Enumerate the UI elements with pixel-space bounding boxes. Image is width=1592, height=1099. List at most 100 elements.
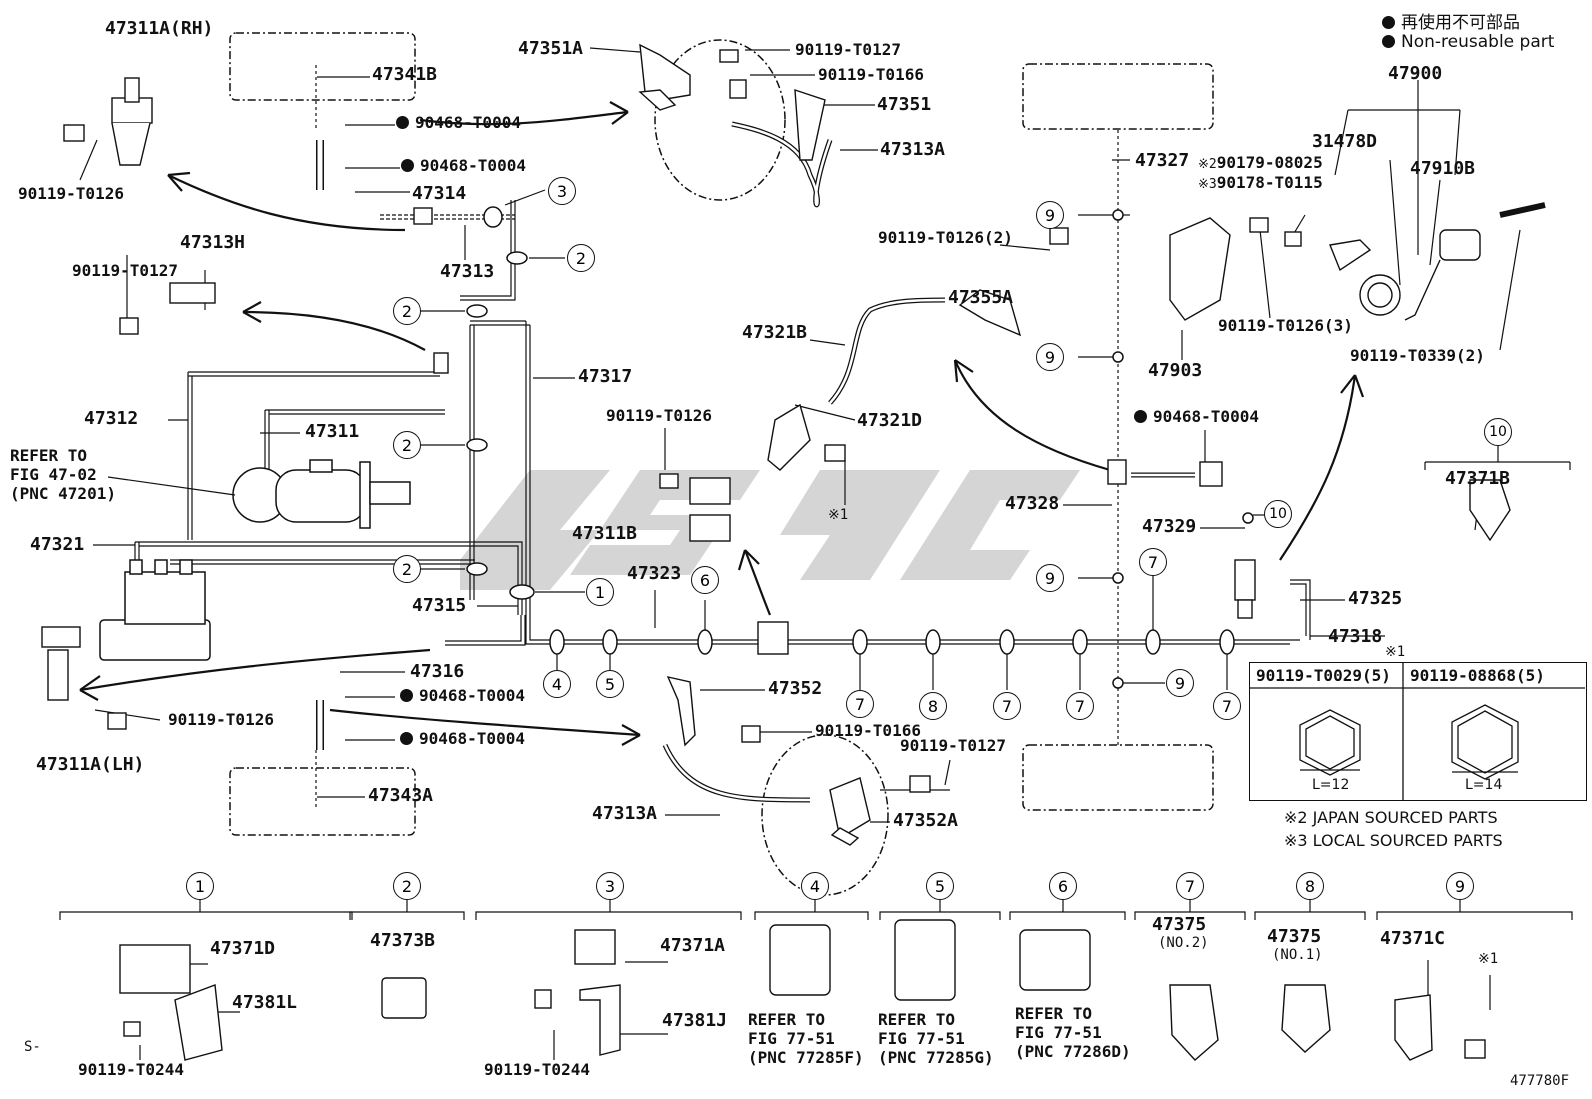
part-90468-T0004-b[interactable]: 90468-T0004 — [401, 158, 526, 174]
callout-1[interactable]: 1 — [586, 578, 614, 606]
part-47371D[interactable]: 47371D — [210, 938, 276, 959]
part-47327[interactable]: 47327 — [1135, 150, 1190, 171]
callout-9-a[interactable]: 9 — [1036, 201, 1064, 229]
part-90119-T0244-a[interactable]: 90119-T0244 — [78, 1060, 184, 1079]
callout-bottom-2[interactable]: 2 — [393, 872, 421, 900]
part-47381L[interactable]: 47381L — [232, 992, 298, 1013]
callout-10-a[interactable]: 10 — [1264, 500, 1292, 528]
part-47352A[interactable]: 47352A — [893, 810, 959, 831]
part-47321D[interactable]: 47321D — [857, 410, 923, 431]
callout-2-a[interactable]: 2 — [567, 244, 595, 272]
callout-bottom-9[interactable]: 9 — [1446, 872, 1474, 900]
part-47311[interactable]: 47311 — [305, 421, 360, 442]
part-90468-T0004-c[interactable]: 90468-T0004 — [400, 688, 525, 704]
callout-2-c[interactable]: 2 — [393, 431, 421, 459]
part-47315[interactable]: 47315 — [412, 595, 467, 616]
callout-2-d[interactable]: 2 — [393, 555, 421, 583]
part-47313A-bottom[interactable]: 47313A — [592, 803, 658, 824]
part-47317[interactable]: 47317 — [578, 366, 633, 387]
refer-clamp-6[interactable]: REFER TO FIG 77-51 (PNC 77286D) — [1015, 1004, 1131, 1062]
part-90119-T0126-b[interactable]: 90119-T0126 — [168, 710, 274, 729]
callout-7-c[interactable]: 7 — [1066, 692, 1094, 720]
part-90119-T0127-c[interactable]: 90119-T0127 — [900, 736, 1006, 755]
part-90119-T0166-a[interactable]: 90119-T0166 — [818, 65, 924, 84]
part-47323[interactable]: 47323 — [627, 563, 682, 584]
callout-3[interactable]: 3 — [548, 177, 576, 205]
callout-2-b[interactable]: 2 — [393, 297, 421, 325]
refer-clamp-4[interactable]: REFER TO FIG 77-51 (PNC 77285F) — [748, 1010, 864, 1068]
table-col2-head[interactable]: 90119-08868(5) — [1410, 666, 1545, 685]
part-47351A[interactable]: 47351A — [518, 38, 584, 59]
part-47321[interactable]: 47321 — [30, 534, 85, 555]
part-90468-T0004-a[interactable]: 90468-T0004 — [396, 115, 521, 131]
part-47903[interactable]: 47903 — [1148, 360, 1203, 381]
part-47341B[interactable]: 47341B — [372, 64, 438, 85]
part-47351[interactable]: 47351 — [877, 94, 932, 115]
callout-4[interactable]: 4 — [543, 670, 571, 698]
callout-bottom-5[interactable]: 5 — [926, 872, 954, 900]
part-47314[interactable]: 47314 — [412, 183, 467, 204]
non-reusable-dot-icon — [396, 116, 409, 129]
part-90119-T0126-a[interactable]: 90119-T0126 — [18, 184, 124, 203]
part-47329[interactable]: 47329 — [1142, 516, 1197, 537]
part-90179-08025[interactable]: ※290179-08025 — [1198, 153, 1323, 172]
part-47311B[interactable]: 47311B — [572, 523, 638, 544]
part-47343A[interactable]: 47343A — [368, 785, 434, 806]
part-47321B[interactable]: 47321B — [742, 322, 808, 343]
part-90119-T0126-c[interactable]: 90119-T0126 — [606, 406, 712, 425]
part-47318[interactable]: 47318 — [1328, 626, 1383, 647]
part-90468-T0004-e[interactable]: 90468-T0004 — [1134, 409, 1259, 425]
part-47375-no2[interactable]: 47375 — [1152, 914, 1207, 935]
part-90178-T0115[interactable]: ※390178-T0115 — [1198, 173, 1323, 192]
part-90119-T0126-3[interactable]: 90119-T0126(3) — [1218, 316, 1353, 335]
part-47312[interactable]: 47312 — [84, 408, 139, 429]
part-47910B[interactable]: 47910B — [1410, 158, 1476, 179]
part-47381J[interactable]: 47381J — [662, 1010, 728, 1031]
part-47311A-RH[interactable]: 47311A(RH) — [105, 18, 214, 39]
callout-9-b[interactable]: 9 — [1036, 343, 1064, 371]
part-90119-T0127-a[interactable]: 90119-T0127 — [795, 40, 901, 59]
part-47373B[interactable]: 47373B — [370, 930, 436, 951]
part-47313H[interactable]: 47313H — [180, 232, 246, 253]
callout-7-d[interactable]: 7 — [1139, 548, 1167, 576]
part-90468-T0004-d[interactable]: 90468-T0004 — [400, 731, 525, 747]
callout-7-b[interactable]: 7 — [993, 692, 1021, 720]
callout-7-e[interactable]: 7 — [1213, 692, 1241, 720]
bolt-table — [1249, 662, 1587, 801]
callout-9-c[interactable]: 9 — [1036, 564, 1064, 592]
callout-bottom-1[interactable]: 1 — [186, 872, 214, 900]
callout-bottom-6[interactable]: 6 — [1049, 872, 1077, 900]
part-31478D[interactable]: 31478D — [1312, 131, 1378, 152]
callout-8[interactable]: 8 — [919, 692, 947, 720]
part-47371C[interactable]: 47371C — [1380, 928, 1446, 949]
part-47311A-LH[interactable]: 47311A(LH) — [36, 754, 145, 775]
part-47316[interactable]: 47316 — [410, 661, 465, 682]
part-47371A[interactable]: 47371A — [660, 935, 726, 956]
part-47355A[interactable]: 47355A — [948, 287, 1014, 308]
part-47371B[interactable]: 47371B — [1445, 468, 1511, 489]
callout-9-d[interactable]: 9 — [1166, 669, 1194, 697]
callout-7-a[interactable]: 7 — [846, 690, 874, 718]
part-90119-T0244-b[interactable]: 90119-T0244 — [484, 1060, 590, 1079]
callout-bottom-4[interactable]: 4 — [801, 872, 829, 900]
callout-bottom-8[interactable]: 8 — [1296, 872, 1324, 900]
part-47325[interactable]: 47325 — [1348, 588, 1403, 609]
part-47313[interactable]: 47313 — [440, 261, 495, 282]
part-47328[interactable]: 47328 — [1005, 493, 1060, 514]
table-col1-head[interactable]: 90119-T0029(5) — [1256, 666, 1391, 685]
refer-master-cylinder[interactable]: REFER TO FIG 47-02 (PNC 47201) — [10, 446, 116, 504]
callout-6[interactable]: 6 — [691, 566, 719, 594]
part-47375-no1[interactable]: 47375 — [1267, 926, 1322, 947]
callout-10-b[interactable]: 10 — [1484, 418, 1512, 446]
part-90119-T0127-b[interactable]: 90119-T0127 — [72, 261, 178, 280]
callout-bottom-3[interactable]: 3 — [596, 872, 624, 900]
part-90119-T0126-2[interactable]: 90119-T0126(2) — [878, 228, 1013, 247]
part-90119-T0339-2[interactable]: 90119-T0339(2) — [1350, 346, 1485, 365]
part-47900[interactable]: 47900 — [1388, 63, 1443, 84]
refer-clamp-5[interactable]: REFER TO FIG 77-51 (PNC 77285G) — [878, 1010, 994, 1068]
part-90119-T0166-b[interactable]: 90119-T0166 — [815, 721, 921, 740]
part-47352[interactable]: 47352 — [768, 678, 823, 699]
part-47313A-top[interactable]: 47313A — [880, 139, 946, 160]
callout-bottom-7[interactable]: 7 — [1176, 872, 1204, 900]
callout-5[interactable]: 5 — [596, 670, 624, 698]
